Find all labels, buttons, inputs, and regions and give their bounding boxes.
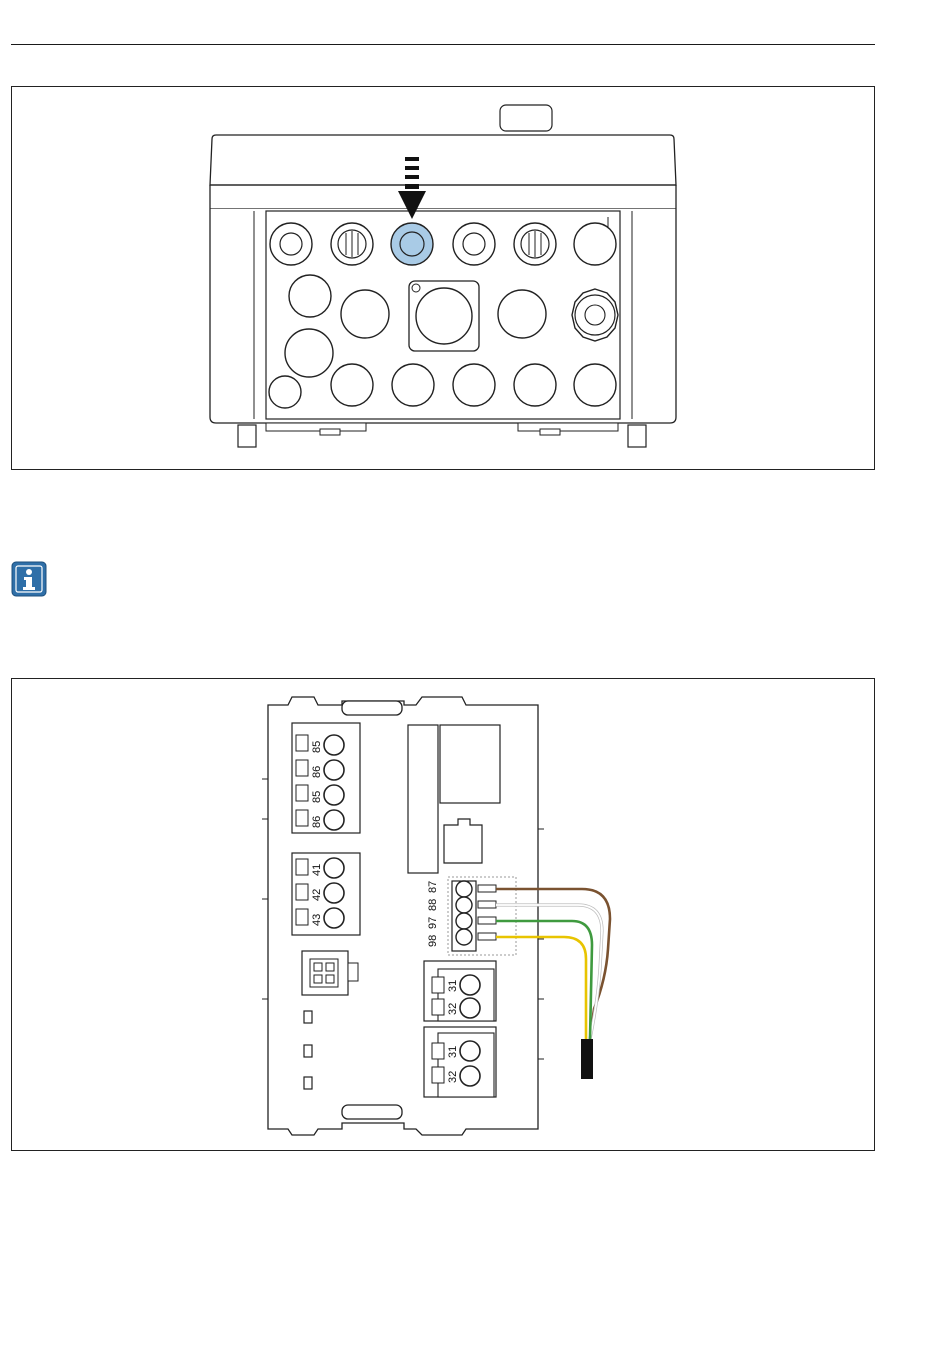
terminal-block-b: 31 32 [424, 1027, 496, 1097]
header-rule [11, 44, 875, 45]
terminal-label: 86 [311, 816, 323, 828]
led-indicator [304, 1077, 312, 1089]
terminal-label: 85 [311, 791, 323, 803]
terminal-label: 88 [427, 899, 439, 911]
info-icon [11, 561, 47, 597]
terminal-label: 85 [311, 741, 323, 753]
terminal-label: 41 [311, 864, 323, 876]
foot-left [238, 425, 256, 447]
terminal-block-relay: 41 42 43 [292, 853, 360, 935]
terminal-label: 98 [427, 935, 439, 947]
housing-knob [500, 105, 552, 131]
figure-module-wiring: 85 86 85 86 41 42 43 [11, 678, 875, 1151]
terminal-label: 31 [447, 980, 459, 992]
card-slot [408, 725, 438, 873]
housing-lid [210, 135, 676, 185]
terminal-label: 32 [447, 1071, 459, 1083]
chip [440, 725, 500, 803]
terminal-label: 87 [427, 881, 439, 893]
led-indicator [304, 1011, 312, 1023]
housing-drawing [12, 87, 874, 469]
gland-row-3 [285, 329, 333, 377]
terminal-label: 31 [447, 1046, 459, 1058]
terminal-label: 86 [311, 766, 323, 778]
rj-socket [444, 819, 482, 863]
terminal-label: 43 [311, 914, 323, 926]
terminal-label: 42 [311, 889, 323, 901]
terminal-block-a: 31 32 [424, 961, 496, 1021]
terminal-label: 97 [427, 917, 439, 929]
figure-housing-bottom [11, 86, 875, 470]
led-indicator [304, 1045, 312, 1057]
terminal-label: 32 [447, 1003, 459, 1015]
foot-right [628, 425, 646, 447]
terminal-block-upper: 85 86 85 86 [292, 723, 360, 833]
cable-sheath [581, 1039, 593, 1079]
wiring-drawing: 85 86 85 86 41 42 43 [12, 679, 874, 1150]
